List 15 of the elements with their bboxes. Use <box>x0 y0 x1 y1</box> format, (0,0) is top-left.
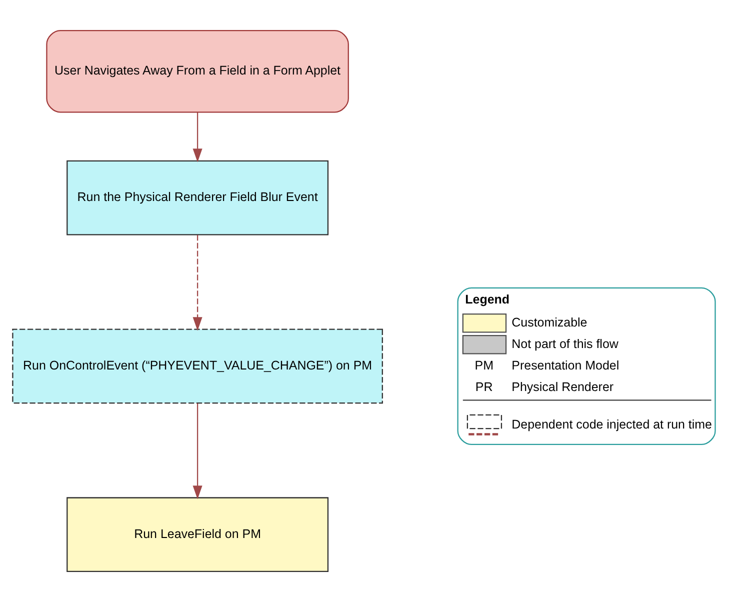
arrow <box>192 112 202 162</box>
label: Physical Renderer <box>512 379 614 394</box>
arrow <box>192 234 202 330</box>
legend-label: Dependent code injected at run time <box>512 416 712 431</box>
label: Presentation Model <box>512 358 620 372</box>
label: PM <box>474 358 494 372</box>
label: PR <box>475 379 493 394</box>
legend-label: Customizable <box>512 314 588 329</box>
node-box: Run LeaveField on PM <box>66 496 329 572</box>
arrow <box>192 402 202 499</box>
node-box: Run OnControlEvent (“PHYEVENT_VALUE_CHANGE”) on PM <box>12 328 383 404</box>
legend-label: Not part of this flow <box>512 336 618 350</box>
node-box: Run the Physical Renderer Field Blur Event <box>66 160 329 235</box>
label: Legend <box>465 292 510 306</box>
node-box: User Navigates Away From a Field in a Form Applet <box>46 29 349 112</box>
